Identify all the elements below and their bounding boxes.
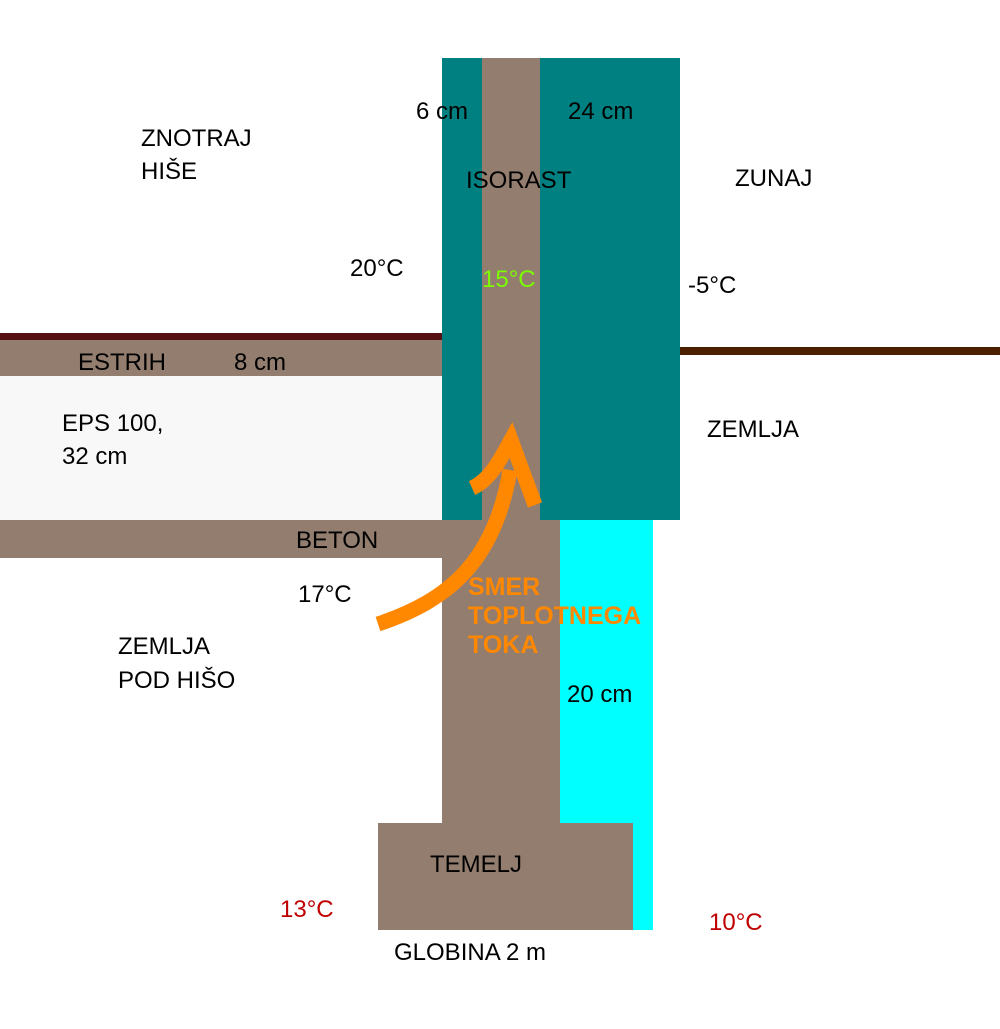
- flow-label-1: SMER: [468, 573, 540, 601]
- temp-wall-core: 15°C: [482, 266, 536, 293]
- screed-thickness: 8 cm: [234, 349, 286, 376]
- perimeter-insulation-thickness: 20 cm: [567, 681, 632, 708]
- temp-foundation-in: 13°C: [280, 896, 334, 923]
- eps-label-1: EPS 100,: [62, 410, 163, 437]
- inside-label-1: ZNOTRAJ: [141, 125, 252, 152]
- foundation-label: TEMELJ: [430, 851, 522, 878]
- foundation-wall: [442, 520, 560, 825]
- concrete-label: BETON: [296, 527, 378, 554]
- screed-layer: [0, 340, 442, 376]
- screed-label: ESTRIH: [78, 349, 166, 376]
- flow-label-3: TOKA: [468, 631, 538, 659]
- temp-outside: -5°C: [688, 272, 736, 299]
- wall-inner-thickness: 6 cm: [416, 98, 468, 125]
- eps-layer: [0, 376, 442, 520]
- wall-inner-insulation: [442, 58, 482, 520]
- depth-label: GLOBINA 2 m: [394, 939, 546, 966]
- foundation-footing: [378, 823, 633, 930]
- ground-outside-label: ZEMLJA: [707, 416, 799, 443]
- ground-under-label-1: ZEMLJA: [118, 633, 210, 660]
- flow-label-2: TOPLOTNEGA: [468, 602, 641, 630]
- floor-line: [0, 333, 442, 340]
- ground-line: [680, 347, 1000, 355]
- heat-flow-arrow-icon: [375, 421, 543, 632]
- concrete-slab: [0, 520, 442, 558]
- ground-under-label-2: POD HIŠO: [118, 666, 235, 694]
- inside-label-2: HIŠE: [141, 157, 197, 185]
- temp-under-slab: 17°C: [298, 581, 352, 608]
- outside-label: ZUNAJ: [735, 165, 812, 192]
- temp-inside: 20°C: [350, 255, 404, 282]
- wall-material: ISORAST: [466, 167, 572, 194]
- wall-outer-thickness: 24 cm: [568, 98, 633, 125]
- eps-label-2: 32 cm: [62, 443, 127, 470]
- temp-foundation-out: 10°C: [709, 909, 763, 936]
- wall-outer-insulation: [540, 58, 680, 520]
